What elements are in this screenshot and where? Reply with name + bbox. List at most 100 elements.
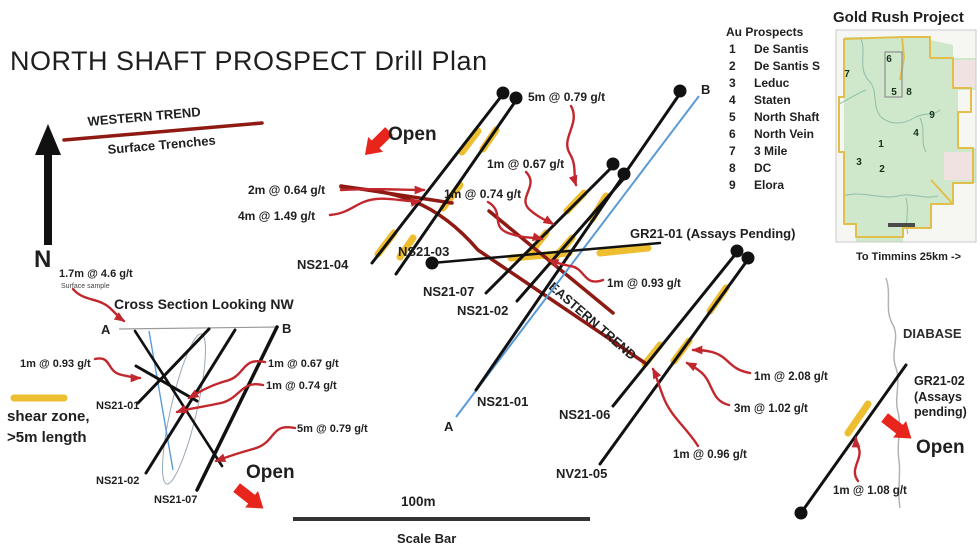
label-ns21-04: NS21-04	[297, 257, 349, 272]
eastern-trend-label: EASTERN TREND	[546, 279, 639, 363]
section-shear-trace	[148, 330, 174, 471]
label-ns21-03: NS21-03	[398, 244, 449, 259]
hole-trace-ns21-06	[611, 249, 740, 408]
surface-sample: 1.7m @ 4.6 g/t Surface sample	[59, 268, 133, 323]
label-ns21-02: NS21-02	[457, 303, 508, 318]
drill-collars	[425, 84, 755, 270]
prospect-name-4: Staten	[754, 93, 791, 107]
hole-trace-ns21-07	[484, 163, 616, 295]
legend-shear-zone: shear zone, >5m length	[7, 394, 90, 446]
open-label-section: Open	[246, 462, 295, 483]
section-title: Cross Section Looking NW	[114, 296, 294, 312]
inset-marker-6: 6	[886, 54, 892, 65]
prospect-num-3: 3	[729, 76, 736, 90]
prospect-num-9: 9	[729, 178, 736, 192]
north-arrow: N	[34, 124, 61, 273]
inset-marker-5: 5	[891, 87, 897, 98]
assay-1m-074: 1m @ 0.74 g/t	[444, 187, 521, 201]
inset-scale-bar	[888, 223, 915, 227]
surface-sample-value: 1.7m @ 4.6 g/t	[59, 268, 133, 280]
assay-5m-079: 5m @ 0.79 g/t	[528, 90, 605, 104]
assay-1m-096: 1m @ 0.96 g/t	[673, 449, 747, 461]
surface-sample-note: Surface sample	[61, 283, 110, 290]
inset-map-frame	[835, 29, 977, 243]
assay-3m-102: 3m @ 1.02 g/t	[734, 403, 808, 415]
scale-length-label: 100m	[401, 494, 436, 509]
gr21-02-area: DIABASE GR21-02 (Assays pending) Open 1m…	[794, 277, 967, 520]
prospect-name-6: North Vein	[754, 127, 814, 141]
prospect-num-6: 6	[729, 127, 736, 141]
section-assay-1m-093: 1m @ 0.93 g/t	[20, 358, 91, 370]
assay-2m-064: 2m @ 0.64 g/t	[248, 183, 325, 197]
open-area-plan: Open	[364, 124, 437, 156]
section-line-ab	[455, 95, 700, 418]
diabase-dike-line	[885, 277, 901, 509]
prospect-list: Au Prospects 1 De Santis 2 De Santis S 3…	[726, 25, 820, 192]
section-assay-1m-074: 1m @ 0.74 g/t	[266, 380, 337, 392]
hole-trace-gr21-01	[430, 241, 662, 265]
prospect-num-5: 5	[729, 110, 736, 124]
open-arrow-section	[233, 483, 264, 509]
plan-view: EASTERN TREND A B NS21-04	[238, 82, 828, 481]
prospect-num-8: 8	[729, 161, 736, 175]
prospect-name-2: De Santis S	[754, 59, 820, 73]
drill-hole-traces	[370, 90, 751, 466]
assay-1m-093: 1m @ 0.93 g/t	[607, 278, 681, 290]
inset-map-title: Gold Rush Project	[833, 9, 964, 26]
label-ns21-06: NS21-06	[559, 407, 610, 422]
north-label: N	[34, 246, 51, 273]
hole-trace-ns21-03	[394, 97, 519, 276]
plan-b-label: B	[701, 82, 710, 97]
prospect-num-1: 1	[729, 42, 736, 56]
hole-trace-ns21-04	[370, 92, 505, 265]
section-label-ns21-01: NS21-01	[96, 400, 139, 412]
inset-marker-3: 3	[856, 157, 862, 168]
mineralized-envelope	[162, 333, 206, 485]
label-gr21-02-status-1: (Assays	[914, 390, 962, 404]
label-nv21-05: NV21-05	[556, 466, 607, 481]
cross-section: Cross Section Looking NW A B NS21-01 NS2…	[20, 296, 368, 509]
inset-marker-1: 1	[878, 139, 884, 150]
prospect-num-4: 4	[729, 93, 736, 107]
inset-map-caption: To Timmins 25km ->	[856, 251, 961, 263]
inset-marker-8: 8	[906, 87, 912, 98]
label-ns21-01: NS21-01	[477, 394, 528, 409]
plan-assay-annotations: 2m @ 0.64 g/t 4m @ 1.49 g/t 5m @ 0.79 g/…	[238, 90, 828, 461]
prospect-name-7: 3 Mile	[754, 144, 788, 158]
prospect-num-2: 2	[729, 59, 736, 73]
open-label-gr21-02: Open	[916, 437, 965, 458]
assay-1m-208: 1m @ 2.08 g/t	[754, 371, 828, 383]
label-ns21-07: NS21-07	[423, 284, 474, 299]
gr21-02-collar	[794, 506, 808, 520]
inset-marker-4: 4	[913, 128, 919, 139]
plan-a-label: A	[444, 419, 454, 434]
assay-1m-067: 1m @ 0.67 g/t	[487, 157, 564, 171]
north-arrow-head	[35, 124, 61, 155]
section-b-label: B	[282, 321, 291, 336]
western-trend-line	[62, 121, 264, 142]
open-arrow-gr21-02	[881, 413, 912, 439]
section-a-label: A	[101, 322, 111, 337]
section-label-ns21-02: NS21-02	[96, 475, 139, 487]
section-surface-line	[118, 326, 280, 330]
scale-bar: 100m Scale Bar	[293, 494, 590, 546]
inset-claim-boundary	[838, 36, 974, 238]
inset-marker-2: 2	[879, 164, 885, 175]
legend-text-2: >5m length	[7, 429, 87, 446]
label-gr21-02: GR21-02	[914, 374, 965, 388]
open-area-section: Open	[233, 462, 295, 509]
label-gr21-02-status-2: pending)	[914, 405, 967, 419]
hole-trace-nv21-05	[598, 256, 751, 466]
section-drill-traces	[133, 325, 279, 492]
western-trend-label: WESTERN TREND	[87, 104, 201, 129]
section-assay-annotations: 1m @ 0.93 g/t 1m @ 0.67 g/t 1m @ 0.74 g/…	[20, 357, 368, 463]
inset-prospect-markers: 6 7 5 8 9 4 1 3 2	[844, 54, 935, 175]
hole-trace-ns21-01	[474, 90, 683, 392]
prospect-name-1: De Santis	[754, 42, 809, 56]
inset-marker-7: 7	[844, 69, 850, 80]
assay-1m-108: 1m @ 1.08 g/t	[833, 485, 907, 497]
assay-4m-149: 4m @ 1.49 g/t	[238, 209, 315, 223]
section-assay-5m-079: 5m @ 0.79 g/t	[297, 423, 368, 435]
